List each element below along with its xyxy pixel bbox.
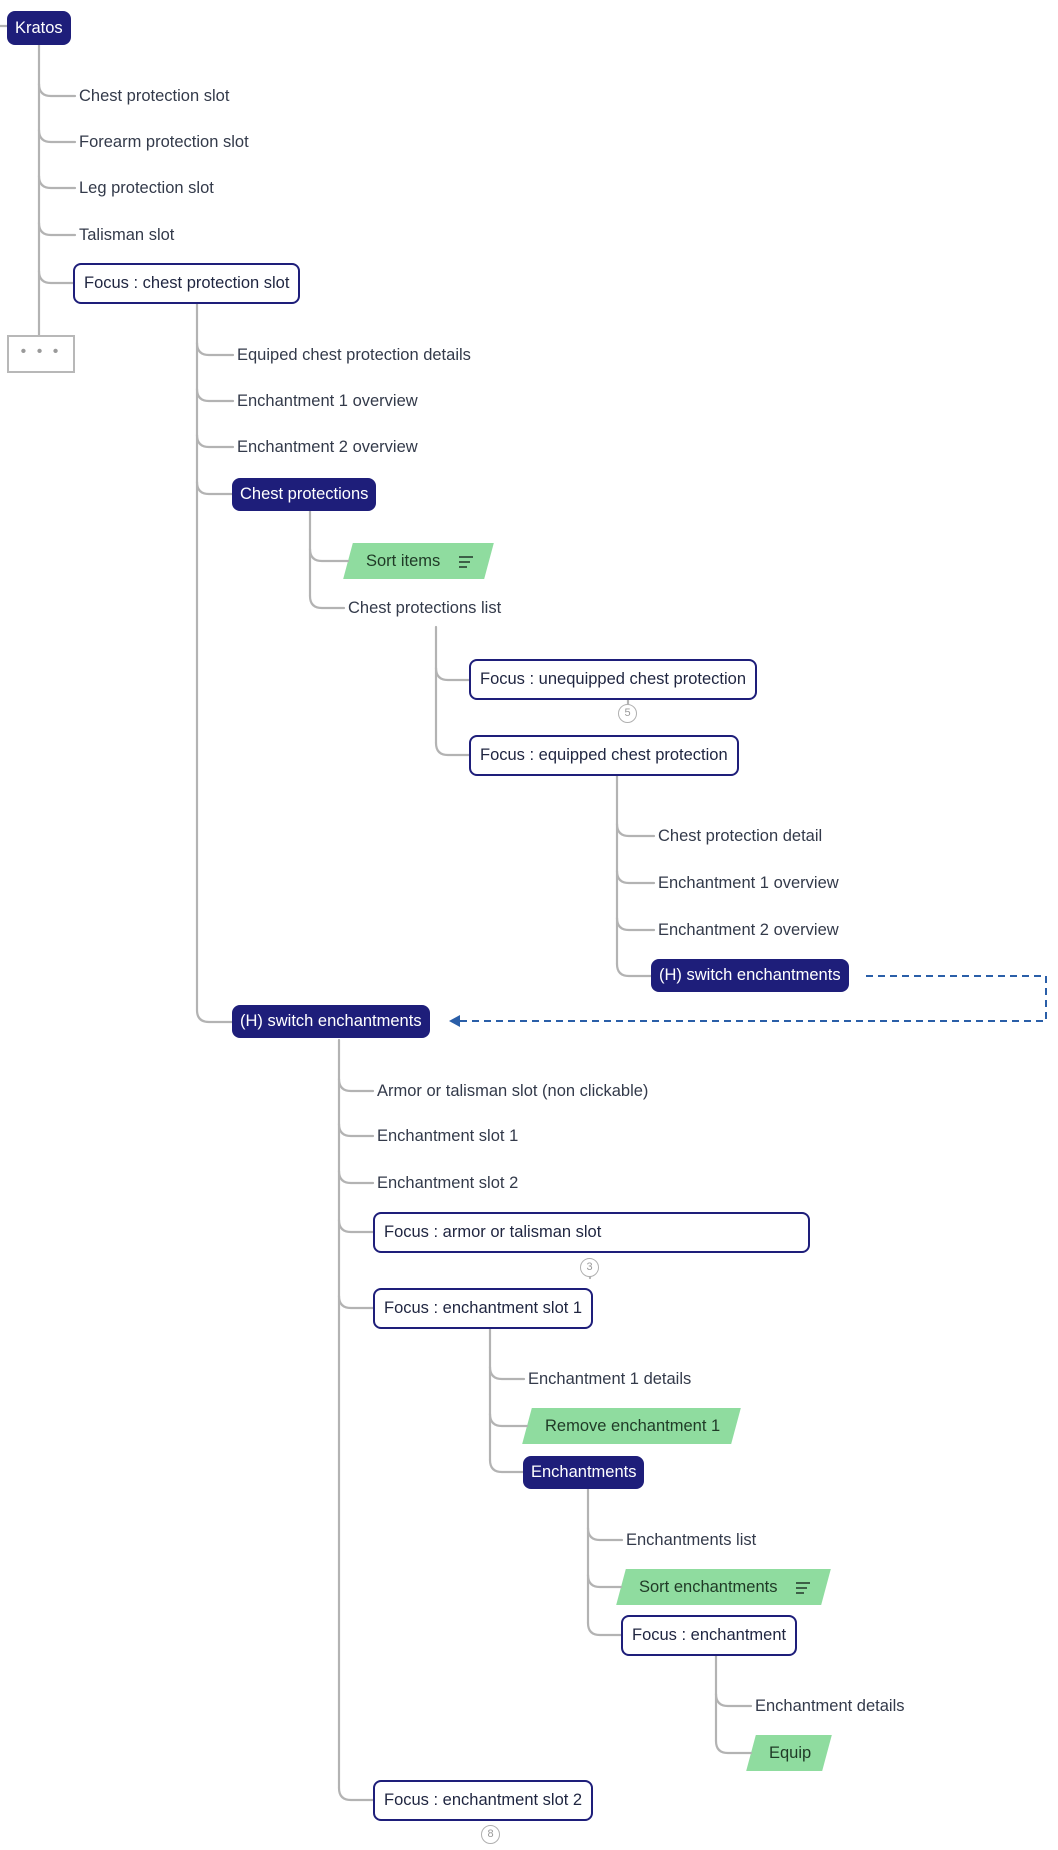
topic-chest-protections-list[interactable]: Chest protections list — [348, 599, 502, 617]
equip-label: Equip — [769, 1744, 812, 1762]
topic-enchantment-slot-1[interactable]: Enchantment slot 1 — [377, 1127, 519, 1145]
focus-armor-label: Focus : armor or talisman slot — [384, 1223, 602, 1241]
root-node[interactable]: Kratos — [7, 11, 71, 45]
switch-enchantments-label: (H) switch enchantments — [240, 1012, 422, 1030]
focus-slot1-label: Focus : enchantment slot 1 — [384, 1299, 583, 1317]
notes-icon — [796, 1579, 811, 1597]
focus-enchantment[interactable]: Focus : enchantment — [621, 1615, 798, 1656]
collapsed-count-badge[interactable]: 3 — [580, 1258, 599, 1277]
sort-enchantments-action[interactable]: Sort enchantments — [616, 1569, 831, 1605]
topic-equipped-enchantment-2-overview[interactable]: Enchantment 2 overview — [658, 921, 839, 939]
collapsed-count-badge[interactable]: 8 — [481, 1825, 500, 1844]
sort-items-action[interactable]: Sort items — [343, 543, 494, 579]
focus-armor-or-talisman-slot[interactable]: Focus : armor or talisman slot — [373, 1212, 810, 1253]
topic-enchantment-1-overview[interactable]: Enchantment 1 overview — [237, 392, 418, 410]
equip-action[interactable]: Equip — [746, 1735, 833, 1771]
chest-protections-label: Chest protections — [240, 485, 369, 503]
focus-slot2-label: Focus : enchantment slot 2 — [384, 1791, 583, 1809]
collapsed-count-badge[interactable]: 5 — [618, 704, 637, 723]
enchantments-label: Enchantments — [531, 1463, 637, 1481]
topic-enchantment-2-overview[interactable]: Enchantment 2 overview — [237, 438, 418, 456]
link-arrow-head — [449, 1015, 460, 1027]
topic-enchantments-list[interactable]: Enchantments list — [626, 1531, 757, 1549]
switch-enchantments-node[interactable]: (H) switch enchantments — [232, 1005, 430, 1038]
sort-enchantments-label: Sort enchantments — [639, 1578, 778, 1596]
collapsed-branch-button[interactable]: • • • — [7, 335, 75, 373]
topic-equipped-enchantment-1-overview[interactable]: Enchantment 1 overview — [658, 874, 839, 892]
remove-enchantment-1-label: Remove enchantment 1 — [545, 1417, 721, 1435]
topic-armor-or-talisman-slot[interactable]: Armor or talisman slot (non clickable) — [377, 1082, 649, 1100]
notes-icon — [458, 553, 473, 571]
focus-enchantment-slot-1[interactable]: Focus : enchantment slot 1 — [373, 1288, 594, 1329]
focus-enchantment-slot-2[interactable]: Focus : enchantment slot 2 — [373, 1780, 594, 1821]
topic-equiped-chest-details[interactable]: Equiped chest protection details — [237, 346, 471, 364]
topic-enchantment-1-details[interactable]: Enchantment 1 details — [528, 1370, 692, 1388]
focus-chest-protection-slot-label: Focus : chest protection slot — [84, 274, 290, 292]
remove-enchantment-1-action[interactable]: Remove enchantment 1 — [522, 1408, 742, 1444]
focus-unequipped-chest-protection[interactable]: Focus : unequipped chest protection — [469, 659, 758, 700]
topic-chest-protection-slot[interactable]: Chest protection slot — [79, 87, 230, 105]
focus-equipped-chest-protection[interactable]: Focus : equipped chest protection — [469, 735, 739, 776]
root-label: Kratos — [15, 19, 63, 37]
chest-protections-node[interactable]: Chest protections — [232, 478, 377, 511]
topic-enchantment-details[interactable]: Enchantment details — [755, 1697, 905, 1715]
topic-leg-protection-slot[interactable]: Leg protection slot — [79, 179, 214, 197]
focus-enchantment-label: Focus : enchantment — [632, 1626, 787, 1644]
topic-forearm-protection-slot[interactable]: Forearm protection slot — [79, 133, 249, 151]
topic-chest-protection-detail[interactable]: Chest protection detail — [658, 827, 823, 845]
focus-equipped-label: Focus : equipped chest protection — [480, 746, 728, 764]
enchantments-node[interactable]: Enchantments — [523, 1456, 645, 1489]
focus-chest-protection-slot[interactable]: Focus : chest protection slot — [73, 263, 301, 304]
sort-items-label: Sort items — [366, 552, 441, 570]
switch-enchantments-link-node[interactable]: (H) switch enchantments — [651, 959, 849, 992]
focus-unequipped-label: Focus : unequipped chest protection — [480, 670, 747, 688]
switch-enchantments-link-label: (H) switch enchantments — [659, 966, 841, 984]
topic-talisman-slot[interactable]: Talisman slot — [79, 226, 175, 244]
topic-enchantment-slot-2[interactable]: Enchantment slot 2 — [377, 1174, 519, 1192]
